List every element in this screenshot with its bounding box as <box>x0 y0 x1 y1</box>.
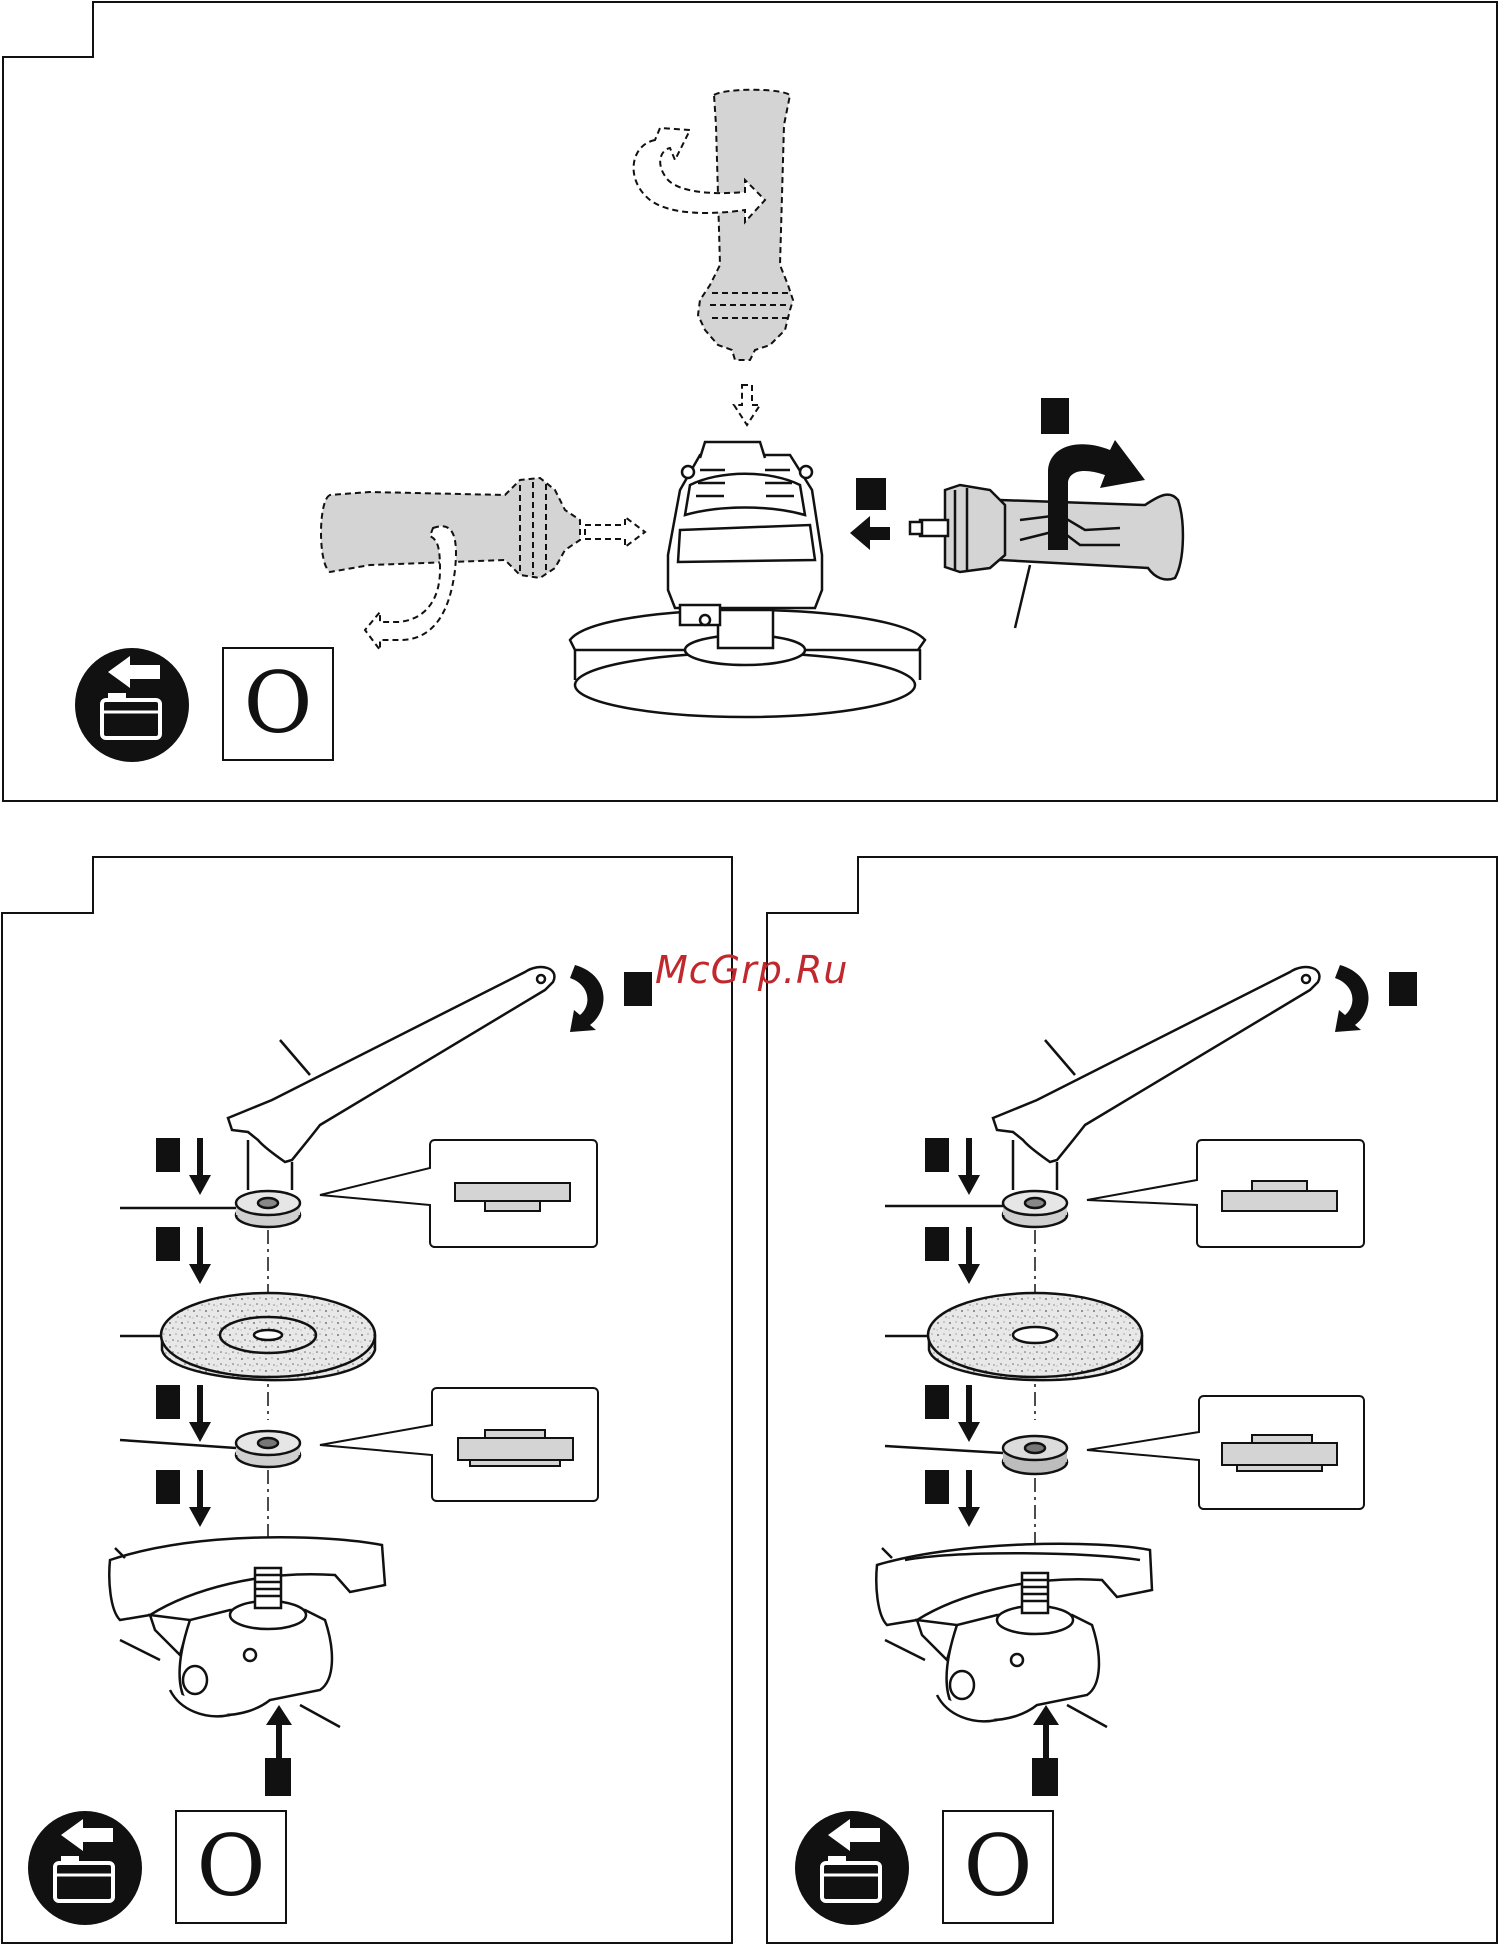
box-label-top: O <box>221 647 335 759</box>
bottom-right-panel <box>767 857 1497 1943</box>
flange-profile-callout <box>1087 1140 1364 1247</box>
battery-remove-icon <box>795 1811 909 1925</box>
grinding-disc-icon <box>885 1293 1142 1380</box>
box-label-bottom-left: O <box>174 1810 288 1922</box>
push-arrow-icon <box>850 478 890 550</box>
flange-profile-callout <box>1087 1396 1364 1509</box>
angle-grinder-icon <box>876 1544 1152 1727</box>
battery-remove-icon <box>28 1811 142 1925</box>
watermark-text: McGrp.Ru <box>655 948 855 998</box>
battery-remove-icon <box>75 648 189 762</box>
flange-profile-callout <box>320 1388 598 1501</box>
rotate-arrow-icon <box>570 965 604 1032</box>
angle-grinder-icon <box>109 1537 385 1727</box>
bottom-left-panel <box>2 857 732 1943</box>
rotate-arrow-icon <box>1335 965 1369 1032</box>
flange-icon <box>885 1436 1067 1474</box>
flange-icon <box>885 1191 1067 1227</box>
grinding-disc-icon <box>120 1293 375 1380</box>
flange-icon <box>120 1431 300 1467</box>
box-label-bottom-right: O <box>941 1810 1055 1922</box>
handle-top-dashed-icon <box>634 90 793 425</box>
side-handle-icon <box>910 485 1183 628</box>
flange-profile-callout <box>320 1140 597 1247</box>
handle-left-dashed-icon <box>321 478 645 650</box>
flange-icon <box>120 1191 300 1227</box>
